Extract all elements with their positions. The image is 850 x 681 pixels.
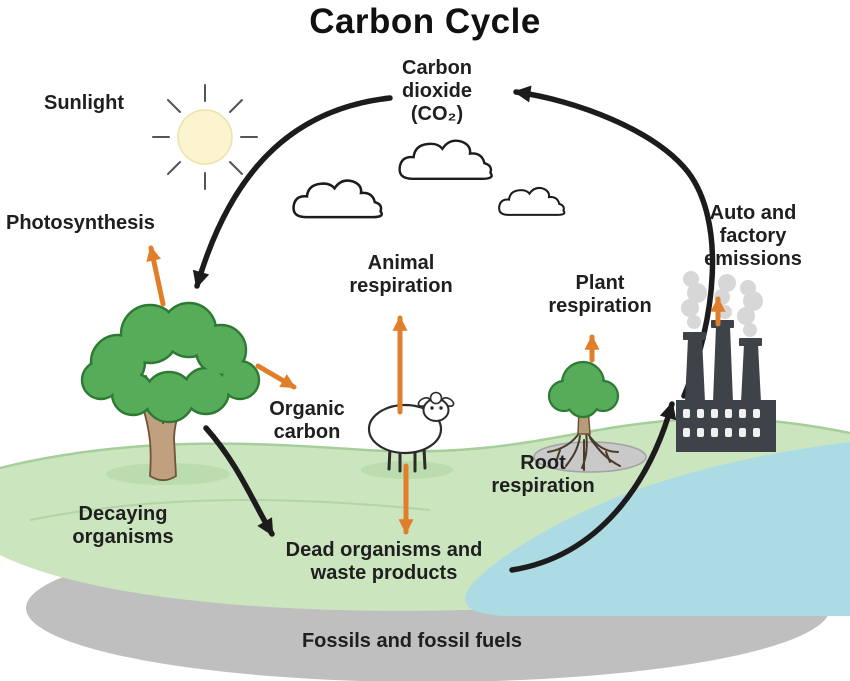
tree-illustration <box>80 301 261 485</box>
label-auto-factory-emissions: Auto and factory emissions <box>683 202 823 271</box>
label-line: emissions <box>704 248 802 270</box>
black-cycle-arrows <box>192 85 716 573</box>
label-line: respiration <box>491 475 595 497</box>
cloud-icon <box>398 139 493 181</box>
cloud-icon <box>498 186 566 216</box>
label-organic-carbon: Organic carbon <box>247 398 367 444</box>
sheep-eye <box>430 406 434 410</box>
sheep-eye <box>439 406 443 410</box>
arrow-co2-to-tree <box>192 95 393 289</box>
label-animal-respiration: Animal respiration <box>331 252 471 298</box>
water-shape <box>465 442 850 616</box>
label-line: Auto and <box>709 202 797 224</box>
label-line: dioxide <box>401 80 472 102</box>
label-fossils: Fossils and fossil fuels <box>301 630 523 652</box>
label-line: carbon <box>273 421 341 443</box>
sheep-body <box>367 403 443 455</box>
sheep-topknot <box>429 391 443 405</box>
arrow-fossils-to-factory <box>509 401 677 573</box>
sapling-canopy-fill <box>550 363 617 416</box>
label-line: waste products <box>310 562 458 584</box>
label-root-respiration: Root respiration <box>473 452 613 498</box>
label-line: Root <box>520 452 566 474</box>
arrow-photosynthesis <box>146 245 166 307</box>
label-line: respiration <box>349 275 453 297</box>
label-line: Plant <box>575 272 625 294</box>
cloud-icon <box>292 179 384 219</box>
label-plant-respiration: Plant respiration <box>530 272 670 318</box>
label-line: Animal <box>367 252 435 274</box>
factory-illustration <box>676 271 776 452</box>
sheep-illustration <box>361 391 455 479</box>
label-line: organisms <box>72 526 174 548</box>
label-decaying-organisms: Decaying organisms <box>43 503 203 549</box>
page-title: Carbon Cycle <box>309 2 541 41</box>
orange-process-arrows <box>146 245 726 535</box>
label-line: Organic <box>269 398 345 420</box>
label-line: Carbon <box>402 57 472 79</box>
label-line: Dead organisms and <box>285 539 483 561</box>
label-carbon-dioxide: Carbon dioxide (CO₂) <box>377 57 497 126</box>
factory-smoke <box>681 271 763 337</box>
arrow-factory-to-co2 <box>513 85 716 399</box>
sapling-illustration <box>533 360 647 473</box>
label-dead-organisms: Dead organisms and waste products <box>234 539 534 585</box>
arrow-tree-to-dead-organisms <box>203 425 275 537</box>
tree-canopy-fill <box>83 304 258 421</box>
sun-icon <box>152 84 258 190</box>
hill-inner-line <box>29 498 431 521</box>
arrow-organic-carbon <box>255 363 297 390</box>
label-line: factory <box>719 225 787 247</box>
label-line: Decaying <box>78 503 168 525</box>
label-sunlight: Sunlight <box>44 92 124 114</box>
roots <box>547 431 621 471</box>
label-photosynthesis: Photosynthesis <box>6 212 155 234</box>
label-line: respiration <box>548 295 652 317</box>
factory-buildings <box>676 320 776 452</box>
label-line: (CO₂) <box>410 103 464 125</box>
sun-rays <box>152 84 258 190</box>
factory-windows <box>683 409 760 437</box>
